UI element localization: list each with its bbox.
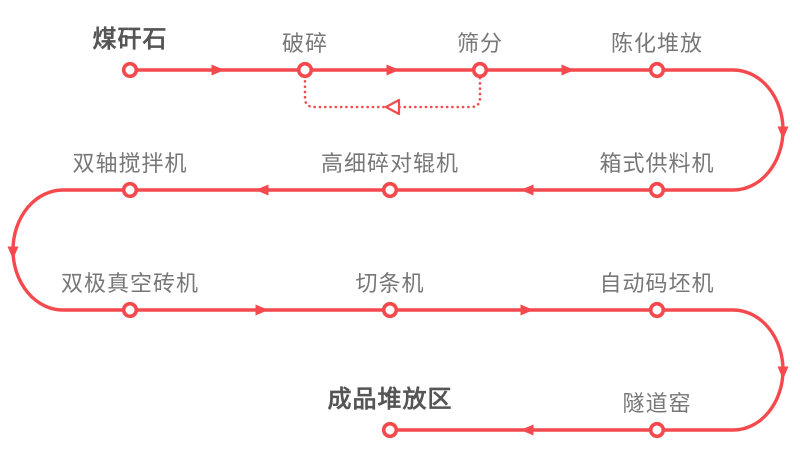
return-arrow-icon [384, 98, 401, 116]
stage-node [648, 421, 666, 439]
return-loop-path [303, 76, 482, 109]
arrow-down-icon [777, 126, 789, 140]
stage-label-screening: 筛分 [456, 31, 504, 56]
stage-label-double-shaft-mixer: 双轴搅拌机 [72, 151, 188, 176]
stage-node [121, 301, 139, 319]
stage-label-finished-product-area: 成品堆放区 [327, 386, 453, 413]
arrow-left-icon [255, 184, 269, 196]
stage-node [648, 181, 666, 199]
stage-node [381, 301, 399, 319]
stage-label-auto-stacker: 自动码坯机 [599, 271, 715, 296]
stage-node [121, 61, 139, 79]
stage-node [648, 61, 666, 79]
stage-label-tunnel-kiln: 隧道窑 [622, 391, 692, 416]
stage-label-coal-gangue: 煤矸石 [92, 26, 168, 53]
arrow-down-icon [777, 366, 789, 380]
arrow-right-icon [561, 64, 575, 76]
process-flow-path [11, 68, 785, 432]
stage-label-crushing: 破碎 [281, 31, 329, 56]
stage-node [471, 61, 489, 79]
stage-node [121, 181, 139, 199]
stage-node [381, 181, 399, 199]
stage-label-vacuum-brick-machine: 双极真空砖机 [60, 271, 200, 296]
arrow-right-icon [386, 64, 400, 76]
stage-node [296, 61, 314, 79]
stage-node [648, 301, 666, 319]
stage-label-aging-stockpile: 陈化堆放 [610, 31, 704, 56]
arrow-right-icon [520, 304, 534, 316]
arrow-down-icon [7, 246, 19, 260]
arrow-left-icon [520, 424, 534, 436]
arrow-right-icon [255, 304, 269, 316]
stage-label-cutting-machine: 切条机 [355, 271, 425, 296]
stage-node [381, 421, 399, 439]
arrow-left-icon [520, 184, 534, 196]
stage-label-box-feeder: 箱式供料机 [599, 151, 715, 176]
stage-label-fine-roller-crusher: 高细碎对辊机 [320, 151, 460, 176]
arrow-right-icon [211, 64, 225, 76]
